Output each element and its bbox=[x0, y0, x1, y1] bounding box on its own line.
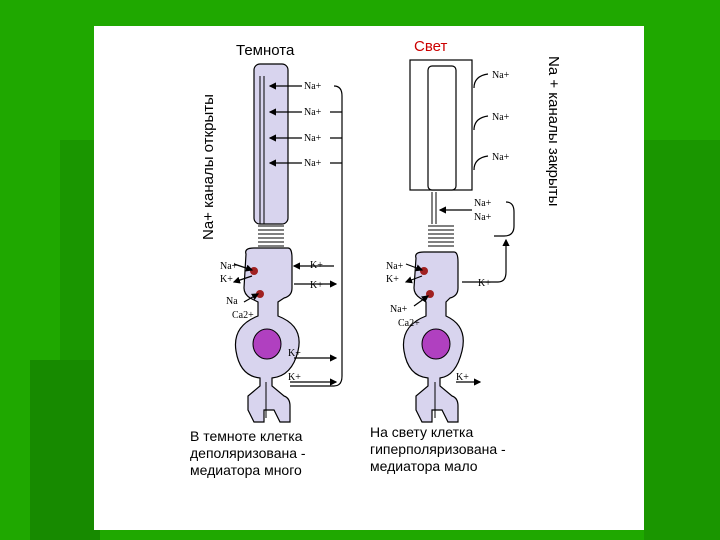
svg-text:K+: K+ bbox=[288, 372, 301, 383]
svg-text:Na+: Na+ bbox=[304, 158, 322, 169]
svg-text:K+: K+ bbox=[386, 274, 399, 285]
photoreceptor-diagram: Na+ Na+ Na+ Na+ Na+ K+ K+ K+ Na Ca2+ K+ … bbox=[220, 59, 515, 423]
slide-card: Темнота Свет Na+ каналы открыты Na + кан… bbox=[94, 26, 644, 530]
light-panel-title: Свет bbox=[414, 38, 448, 55]
light-ion-labels: Na+ Na+ Na+ Na+ Na+ Na+ K+ K+ Na+ Ca2+ K… bbox=[386, 70, 510, 383]
background-shade-right bbox=[644, 140, 720, 540]
svg-text:K+: K+ bbox=[456, 372, 469, 383]
light-arrows bbox=[404, 73, 515, 386]
background-shade-bottom bbox=[30, 360, 100, 540]
dark-ion-labels: Na+ Na+ Na+ Na+ Na+ K+ K+ K+ Na Ca2+ K+ … bbox=[220, 81, 323, 383]
svg-text:Na+: Na+ bbox=[474, 198, 492, 209]
svg-text:K+: K+ bbox=[478, 278, 491, 289]
svg-text:Na+: Na+ bbox=[390, 304, 408, 315]
svg-text:Na+: Na+ bbox=[304, 133, 322, 144]
svg-text:K+: K+ bbox=[288, 348, 301, 359]
svg-text:Na+: Na+ bbox=[474, 212, 492, 223]
svg-text:Na: Na bbox=[226, 296, 238, 307]
dark-panel-title: Темнота bbox=[236, 42, 295, 59]
svg-text:Na+: Na+ bbox=[492, 112, 510, 123]
svg-text:Ca2+: Ca2+ bbox=[398, 318, 420, 329]
svg-text:Na+: Na+ bbox=[386, 261, 404, 272]
dark-caption: В темноте клетка деполяризована - медиат… bbox=[190, 428, 306, 478]
light-caption: На свету клетка гиперполяризована - меди… bbox=[370, 424, 506, 474]
svg-text:Ca2+: Ca2+ bbox=[232, 310, 254, 321]
svg-text:Na+: Na+ bbox=[492, 70, 510, 81]
svg-text:Na+: Na+ bbox=[220, 261, 238, 272]
dark-arrows bbox=[232, 82, 343, 387]
svg-text:Na+: Na+ bbox=[304, 81, 322, 92]
light-cell bbox=[402, 59, 473, 423]
svg-text:K+: K+ bbox=[220, 274, 233, 285]
dark-cell bbox=[234, 63, 300, 423]
svg-text:Na+: Na+ bbox=[492, 152, 510, 163]
svg-text:Na+: Na+ bbox=[304, 107, 322, 118]
svg-text:K+: K+ bbox=[310, 260, 323, 271]
svg-text:K+: K+ bbox=[310, 280, 323, 291]
